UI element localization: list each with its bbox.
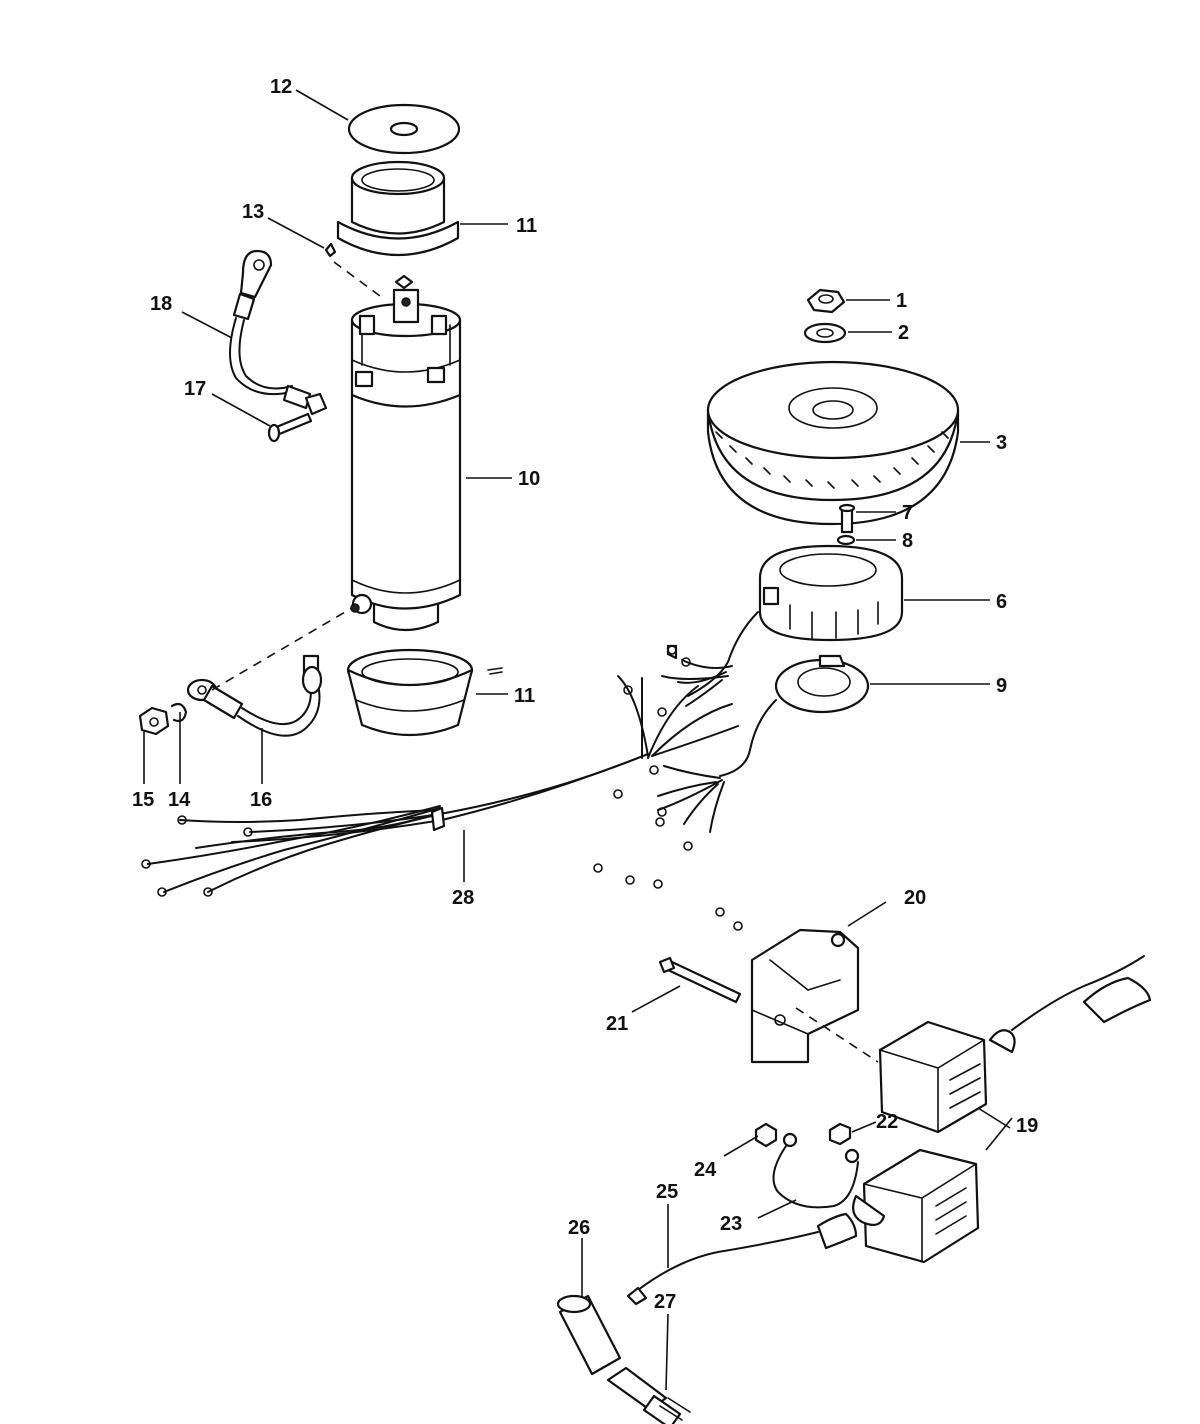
callout-18: 18 — [150, 293, 172, 315]
part-22-nut — [828, 1122, 852, 1146]
part-14-washer — [170, 702, 188, 723]
part-11-lower-bushing — [346, 648, 474, 737]
callout-19: 19 — [1016, 1115, 1038, 1137]
part-3-flywheel — [706, 360, 960, 526]
part-6-stator — [758, 544, 904, 642]
callout-1: 1 — [896, 290, 907, 312]
part-24-screw — [754, 1122, 778, 1148]
callout-26: 26 — [568, 1217, 590, 1239]
callout-leaders — [143, 89, 1013, 1391]
callout-10: 10 — [518, 468, 540, 490]
assembly-dashes — [211, 261, 879, 1063]
callout-13: 13 — [242, 201, 264, 223]
callout-15: 15 — [132, 789, 154, 811]
part-11-upper-cap — [336, 160, 460, 257]
callout-6: 6 — [996, 591, 1007, 613]
callout-7: 7 — [902, 502, 913, 524]
callout-labels: 12 13 11 18 17 10 11 15 14 16 1 2 3 7 8 … — [132, 76, 1038, 1313]
part-27-spark-plug — [606, 1366, 691, 1424]
callout-14: 14 — [168, 789, 191, 811]
callout-27: 27 — [654, 1291, 676, 1313]
part-13-clip — [324, 242, 337, 258]
callout-28: 28 — [452, 887, 474, 909]
part-18-cable — [229, 249, 328, 416]
callout-16: 16 — [250, 789, 272, 811]
part-19-ignition-coil-lower — [851, 1148, 980, 1264]
callout-2: 2 — [898, 322, 909, 344]
callout-23: 23 — [720, 1213, 742, 1235]
part-25-lead — [626, 1212, 858, 1306]
part-7-bolt — [838, 503, 856, 534]
callout-25: 25 — [656, 1181, 678, 1203]
part-8-washer — [836, 534, 856, 546]
part-10-starter-motor — [350, 274, 462, 632]
part-15-nut — [138, 706, 170, 736]
part-12-washer — [347, 103, 461, 155]
callout-11-upper: 11 — [516, 215, 537, 237]
callout-17: 17 — [184, 378, 206, 400]
callout-12: 12 — [270, 76, 292, 98]
callout-11-lower: 11 — [514, 685, 535, 707]
callout-8: 8 — [902, 530, 913, 552]
callout-9: 9 — [996, 675, 1007, 697]
callout-24: 24 — [694, 1159, 717, 1181]
callout-22: 22 — [876, 1111, 898, 1133]
callout-3: 3 — [996, 432, 1007, 454]
part-20-bracket — [750, 928, 860, 1064]
part-19-ignition-coil-upper — [878, 955, 1152, 1134]
part-2-washer — [803, 322, 847, 344]
part-26-plug-boot — [556, 1294, 622, 1376]
part-11-tab — [487, 667, 503, 675]
part-28-wire-harness — [141, 675, 743, 931]
part-23-ground-lead — [772, 1132, 860, 1209]
callout-21: 21 — [606, 1013, 628, 1035]
part-6-stator-leads — [623, 611, 759, 717]
part-1-nut — [806, 288, 846, 314]
part-9-trigger-leads — [613, 699, 777, 851]
part-17-screw — [267, 412, 313, 443]
part-16-ground-strap — [186, 654, 323, 737]
callout-20: 20 — [904, 887, 926, 909]
part-9-trigger — [774, 654, 870, 714]
part-21-bolt — [658, 956, 742, 1004]
